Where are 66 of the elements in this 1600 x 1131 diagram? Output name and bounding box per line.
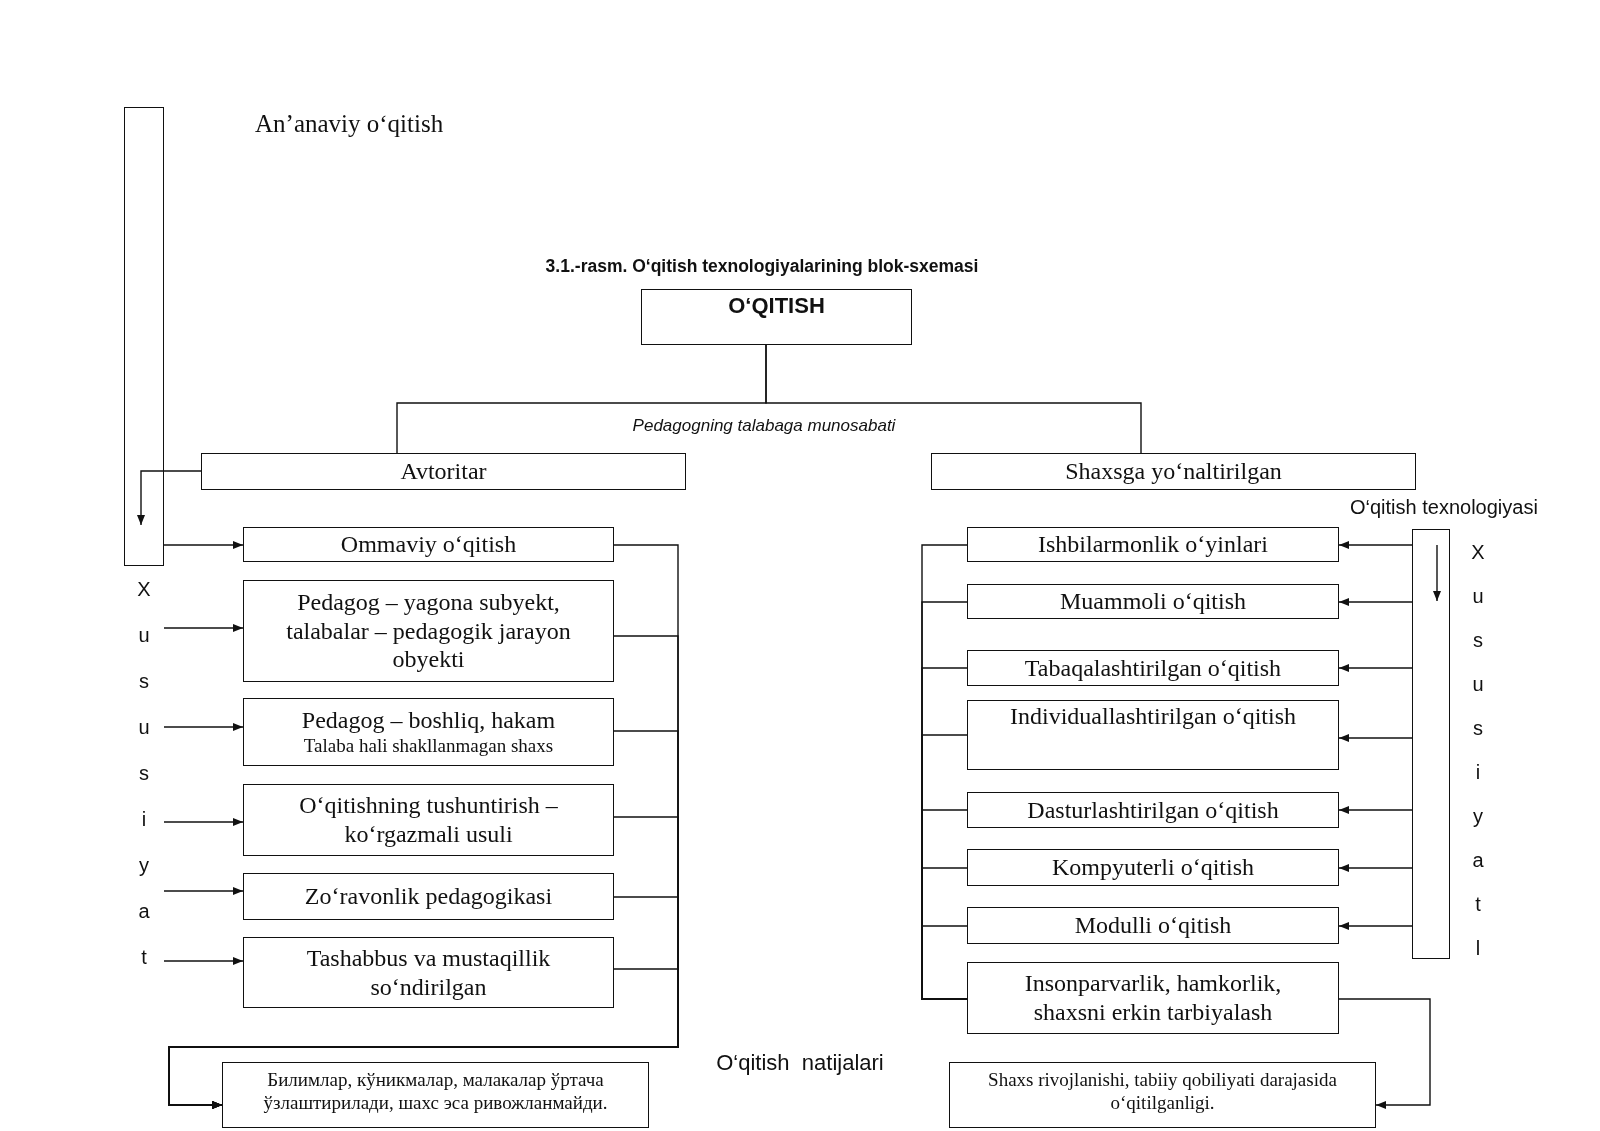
section-label: O‘qitish texnologiyasi [1350, 495, 1538, 519]
arrow [163, 624, 244, 632]
process-box [967, 792, 1339, 828]
box-text: Ishbilarmonlik o‘yinlari [1038, 530, 1268, 559]
connector-line [921, 925, 968, 1000]
arrow [1338, 864, 1413, 872]
box-text: Ommaviy o‘qitish [340, 530, 517, 559]
arrow [163, 957, 244, 965]
process-box [243, 873, 614, 920]
vertical-label: Xususiyatl [1470, 540, 1486, 961]
result-box [222, 1062, 649, 1128]
box-text: Shaxsga yo‘naltirilgan [1065, 457, 1282, 486]
arrow [1338, 806, 1413, 814]
process-box [243, 527, 614, 562]
section-label: O‘qitish natijalari [716, 1050, 884, 1077]
figure-title: 3.1.-rasm. O‘qitish texnologiyalarining blok-sxemasi [544, 256, 980, 277]
arrow [1338, 998, 1431, 1109]
box-text: Avtoritar [400, 457, 487, 486]
box-text: Shaxs rivojlanishi, tabiiy qobiliyati darajasida o‘qitilganligi. [987, 1069, 1338, 1115]
box-text: Zo‘ravonlik pedagogikasi [304, 882, 553, 911]
arrow [163, 723, 244, 731]
box-text: Talaba hali shakllanmagan shaxs [303, 735, 554, 758]
result-box [949, 1062, 1376, 1128]
arrow [163, 887, 244, 895]
box-text: O‘QITISH [728, 293, 825, 320]
process-box [243, 937, 614, 1008]
process-box [243, 784, 614, 856]
vertical-bar [1412, 529, 1450, 959]
process-box [967, 700, 1339, 770]
arrow [1338, 598, 1413, 606]
process-box [967, 650, 1339, 686]
arrow [163, 818, 244, 826]
process-box [967, 849, 1339, 886]
box-text: Kompyuterli o‘qitish [1052, 853, 1254, 882]
process-box [967, 962, 1339, 1034]
process-box [201, 453, 686, 490]
arrow [137, 470, 202, 526]
arrow [1338, 541, 1413, 549]
box-text: Tashabbus va mustaqillik so‘ndirilgan [305, 943, 552, 1002]
box-text: Tabaqalashtirilgan o‘qitish [1024, 653, 1282, 683]
box-text: Билимлар, кўникмалар, малакалар ўртача ўзлаштирилади, шахс эса ривожланмайди. [262, 1069, 609, 1115]
process-box [967, 907, 1339, 944]
process-box [967, 527, 1339, 562]
vertical-label: Xususiyat [136, 577, 152, 970]
box-text: Pedagog – boshliq, hakam [301, 706, 556, 735]
process-box [243, 580, 614, 682]
process-box [243, 698, 614, 766]
process-box [967, 584, 1339, 619]
arrow [1338, 664, 1413, 672]
arrow [163, 541, 244, 549]
box-text: Modulli o‘qitish [1074, 911, 1232, 940]
process-box [931, 453, 1416, 490]
box-text: Muammoli o‘qitish [1060, 587, 1246, 616]
arrow [168, 968, 679, 1109]
box-text: Individuallashtirilgan o‘qitish [1010, 702, 1296, 731]
branch-label: Pedagogning talabaga munosabati [632, 416, 896, 437]
box-text: Dasturlashtirilgan o‘qitish [1027, 795, 1279, 825]
process-box [641, 289, 912, 345]
section-label: An’anaviy o‘qitish [255, 109, 444, 139]
connector-line [765, 344, 1142, 454]
arrow [1338, 922, 1413, 930]
box-text: O‘qitishning tushuntirish – ko‘rgazmali usuli [298, 791, 559, 849]
box-text: Pedagog – yagona subyekt, talabalar – pedagogik jarayon obyekti [285, 587, 572, 675]
vertical-bar [124, 107, 164, 566]
arrow [1338, 734, 1413, 742]
box-text: Insonparvarlik, hamkorlik, shaxsni erkin tarbiyalash [1023, 969, 1283, 1027]
